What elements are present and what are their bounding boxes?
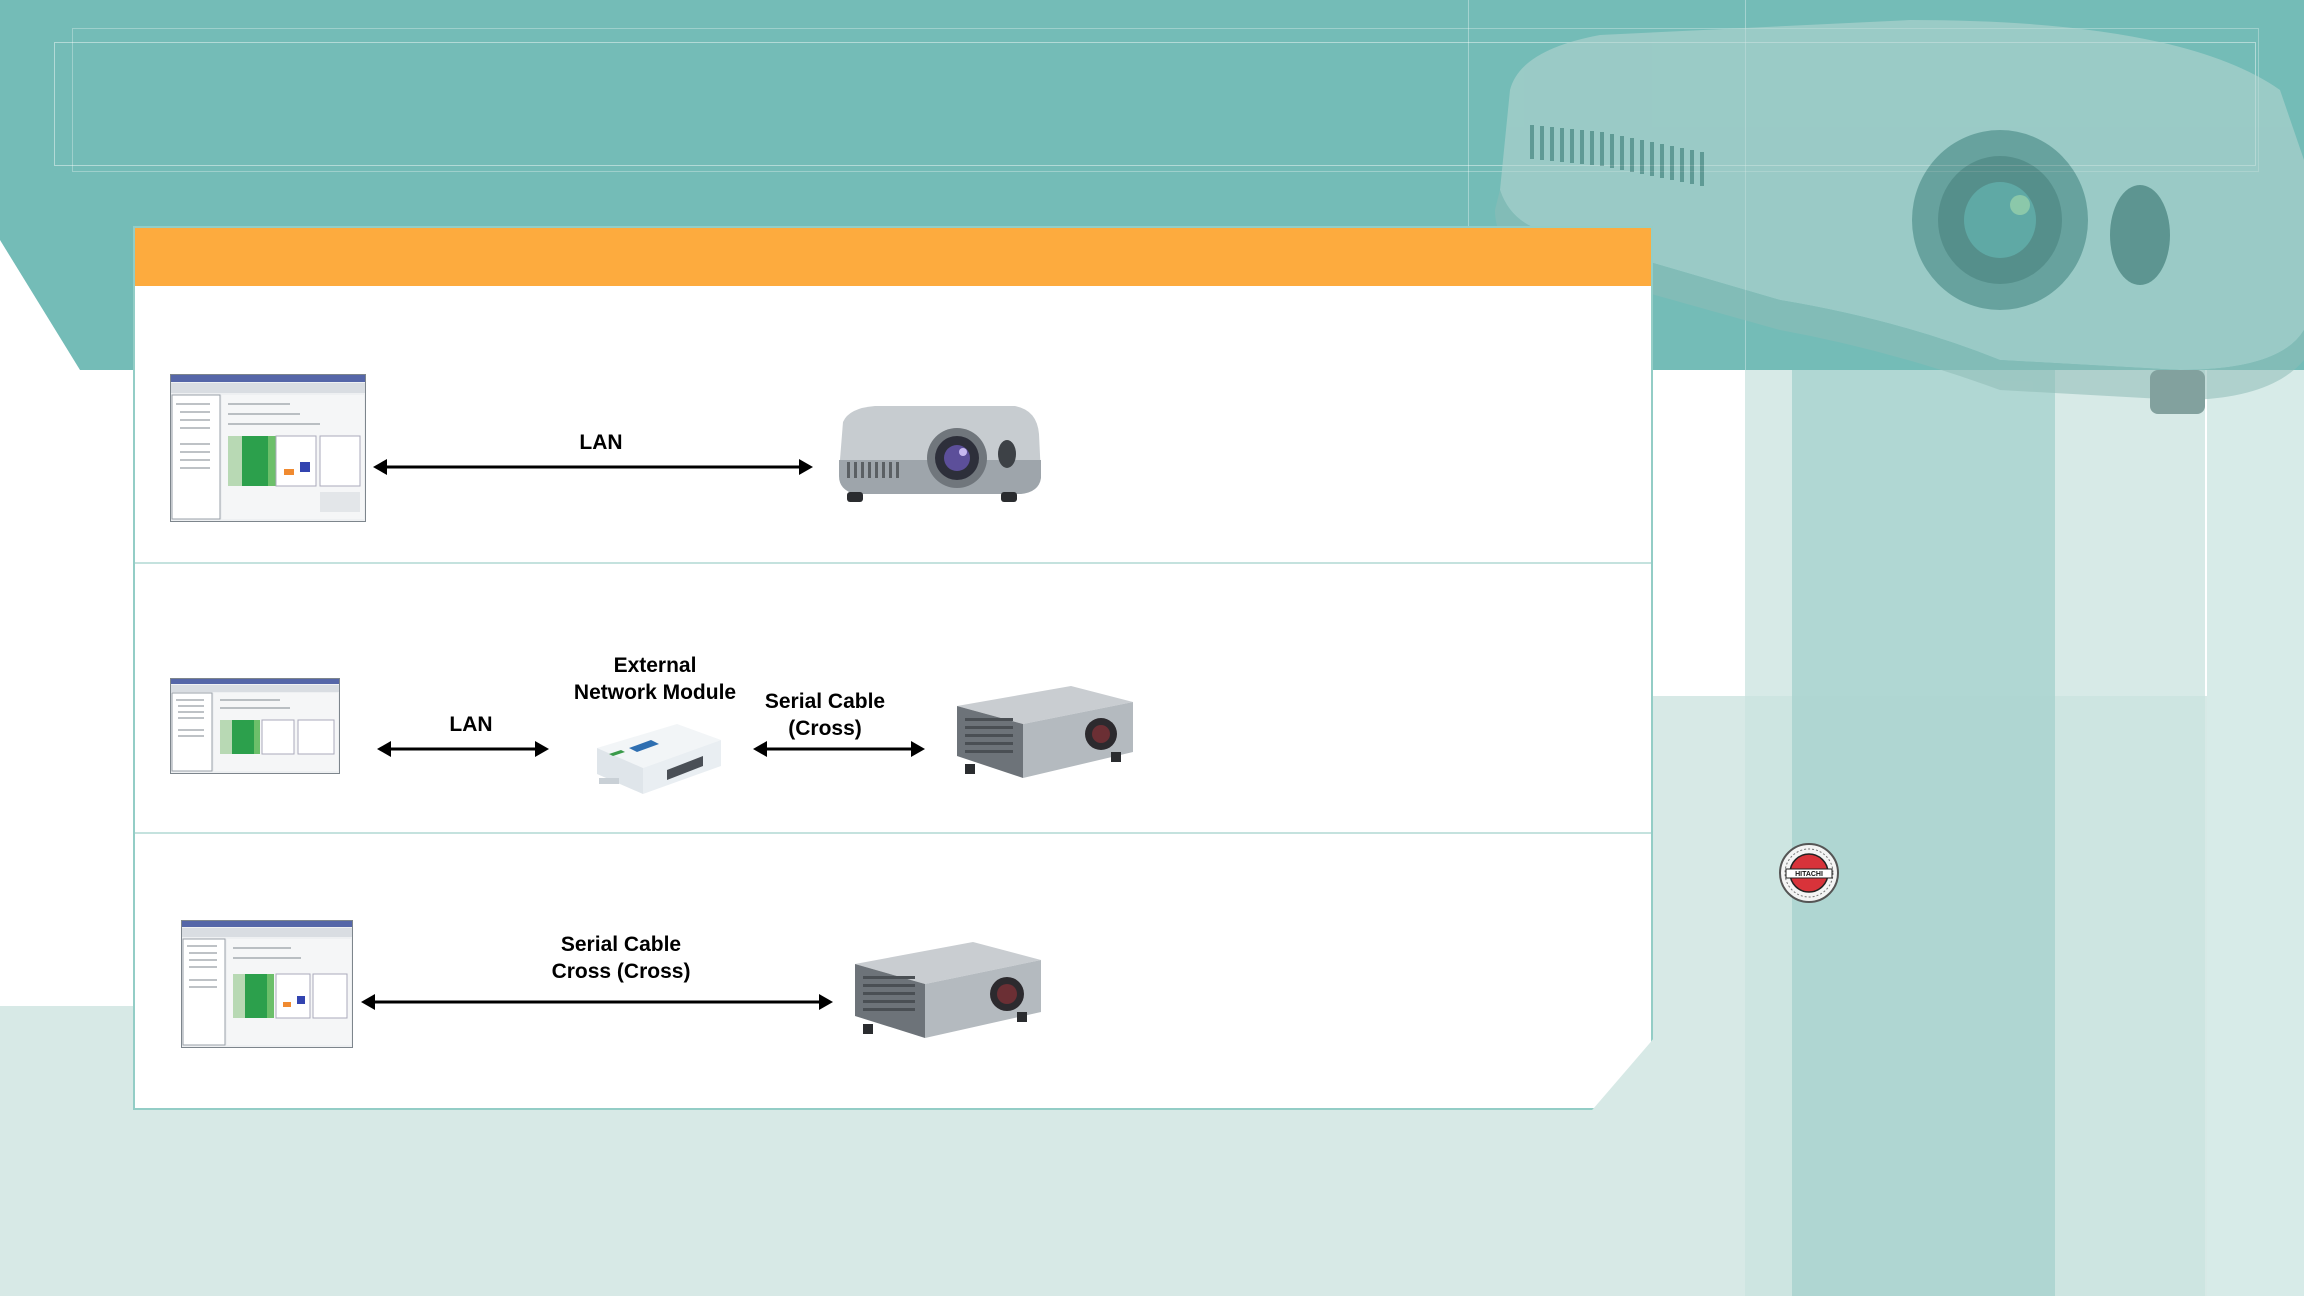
external-network-module-label: External Network Module <box>555 652 755 706</box>
hitachi-certified-badge-icon: HITACHI <box>1778 842 1840 904</box>
badge-text: HITACHI <box>1795 871 1823 878</box>
double-headed-arrow-icon <box>373 455 813 479</box>
double-headed-arrow-icon <box>361 990 833 1014</box>
pc-software-screenshot-icon <box>170 374 366 522</box>
connection-label-lan: LAN <box>551 429 651 456</box>
panel-header-bar <box>135 228 1651 286</box>
network-module-icon <box>591 718 725 798</box>
connection-label-serial-cable: Serial Cable (Cross) <box>755 688 895 742</box>
projector-icon <box>849 940 1045 1044</box>
connection-label-lan: LAN <box>421 711 521 738</box>
row-divider <box>135 832 1651 834</box>
projector-icon <box>951 684 1137 784</box>
projector-icon <box>835 404 1043 504</box>
double-headed-arrow-icon <box>753 737 925 761</box>
connection-label-serial-cable: Serial Cable Cross (Cross) <box>511 931 731 985</box>
pc-software-screenshot-icon <box>170 678 340 774</box>
right-edge-column <box>2207 370 2304 1296</box>
double-headed-arrow-icon <box>377 737 549 761</box>
left-white-area <box>0 370 134 1006</box>
right-mid-column <box>1792 370 2055 1296</box>
pc-software-screenshot-icon <box>181 920 353 1048</box>
diagram-panel: LAN <box>133 226 1653 1110</box>
row-divider <box>135 562 1651 564</box>
